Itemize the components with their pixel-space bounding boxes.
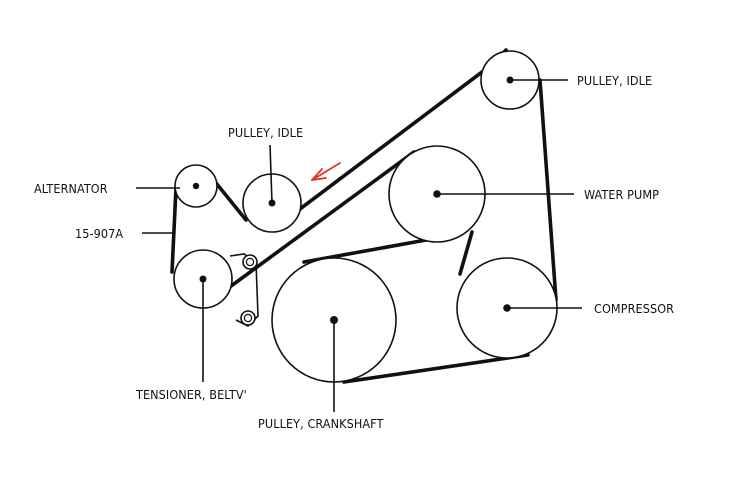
label-pulley-idle-top: PULLEY, IDLE [577, 73, 652, 88]
label-water-pump: WATER PUMP [584, 187, 659, 202]
pulley-alternator [174, 164, 218, 208]
belt-segment-compressor-waterpump [458, 230, 474, 276]
belt-segment-idle-upper [294, 64, 492, 214]
tensioner-bracket [229, 253, 259, 327]
annotation-arrow-icon [311, 162, 341, 181]
label-tensioner: TENSIONER, BELTV' [135, 387, 247, 402]
label-crankshaft: PULLEY, CRANKSHAFT [258, 416, 384, 431]
label-compressor: COMPRESSOR [594, 301, 674, 316]
bracket-bolt-bottom [240, 310, 256, 326]
label-belt-part-number: 15-907A [75, 226, 123, 241]
belt-segment-alternator-tensioner [170, 186, 178, 274]
bracket-bolt-top [242, 254, 258, 270]
belt-segment-idle-compressor [538, 78, 558, 302]
hub-alternator [192, 182, 200, 190]
belt-segment-waterpump-tensioner [210, 150, 416, 302]
label-alternator: ALTERNATOR [34, 181, 108, 196]
label-pulley-idle-mid: PULLEY, IDLE [228, 125, 303, 140]
leader-idle-mid [269, 144, 273, 204]
belt-segment-compressor-crank [342, 353, 530, 384]
